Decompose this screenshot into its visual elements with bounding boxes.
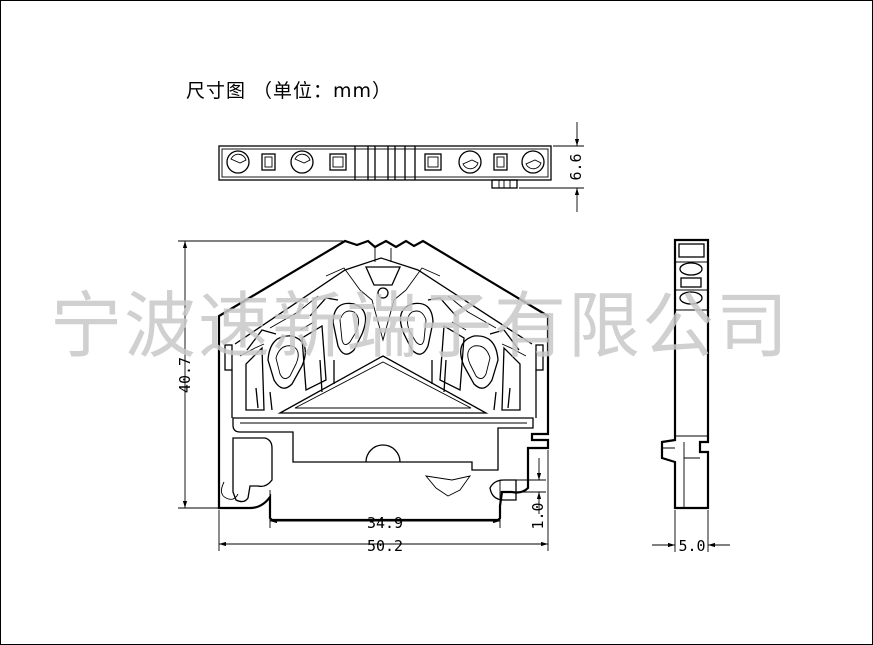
- dimension-top-depth: 6.6: [519, 122, 585, 212]
- top-view: [218, 145, 552, 189]
- dimension-foot-offset: 1.0: [500, 458, 547, 530]
- dimension-label-foot-offset: 1.0: [529, 502, 547, 529]
- drawing-title: 尺寸图 （单位：mm）: [186, 80, 393, 102]
- dimension-label-overall-width: 50.2: [367, 537, 403, 555]
- dimension-label-overall-height: 40.7: [176, 357, 194, 393]
- top-view-slots: [261, 153, 508, 171]
- side-view: [660, 238, 710, 510]
- spring-clamp-2: [301, 297, 367, 393]
- top-view-ribs: [354, 146, 416, 180]
- spring-clamp-1: [239, 329, 306, 411]
- dimension-label-side-width: 5.0: [678, 537, 705, 555]
- dimension-label-top-depth: 6.6: [567, 153, 585, 180]
- spring-clamp-3: [399, 297, 465, 393]
- front-view: [217, 239, 550, 522]
- dimension-overall-width: 50.2: [218, 450, 549, 555]
- dimension-label-rail-width: 34.9: [367, 514, 403, 532]
- spring-clamp-4: [460, 329, 527, 411]
- watermark-text: 宁波速新端子有限公司: [50, 284, 790, 368]
- dimension-rail-width: 34.9: [269, 480, 501, 532]
- dimension-overall-height: 40.7: [176, 240, 343, 509]
- top-view-holes: [226, 150, 545, 174]
- dimension-side-width: 5.0: [652, 510, 730, 555]
